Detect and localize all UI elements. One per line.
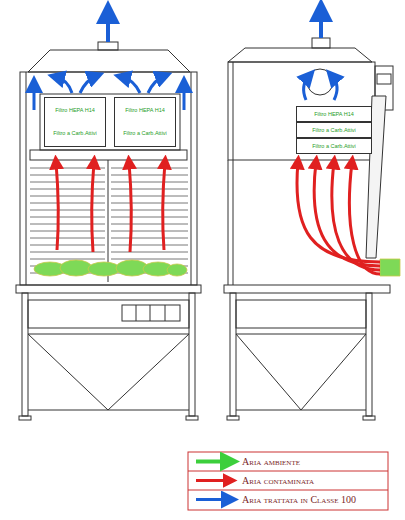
filter-label: Filtro a Carb.Attivi — [312, 143, 356, 150]
filter-box: Filtro HEPA H14Filtro a Carb.Attivi — [114, 97, 176, 147]
legend-arrow — [196, 498, 230, 501]
legend-text: Aria ambiente — [242, 456, 300, 468]
filter-box: Filtro a Carb.Attivi — [296, 138, 372, 154]
filter-box: Filtro a Carb.Attivi — [296, 122, 372, 138]
filter-label: Filtro a Carb.Attivi — [53, 130, 97, 137]
legend-text: Aria trattata in Classe 100 — [242, 494, 356, 506]
filter-label: Filtro a Carb.Attivi — [312, 127, 356, 134]
filter-label: Filtro HEPA H14 — [55, 107, 95, 114]
filter-label: Filtro HEPA H14 — [314, 111, 354, 118]
legend-box — [188, 452, 388, 510]
filter-box: Filtro HEPA H14 — [296, 106, 372, 122]
legend-arrow — [196, 460, 230, 464]
filter-label: Filtro a Carb.Attivi — [123, 130, 167, 137]
filter-box: Filtro HEPA H14Filtro a Carb.Attivi — [44, 97, 106, 147]
legend-text: Aria contaminata — [242, 475, 314, 487]
filter-label: Filtro HEPA H14 — [125, 107, 165, 114]
legend-arrow — [196, 479, 230, 482]
